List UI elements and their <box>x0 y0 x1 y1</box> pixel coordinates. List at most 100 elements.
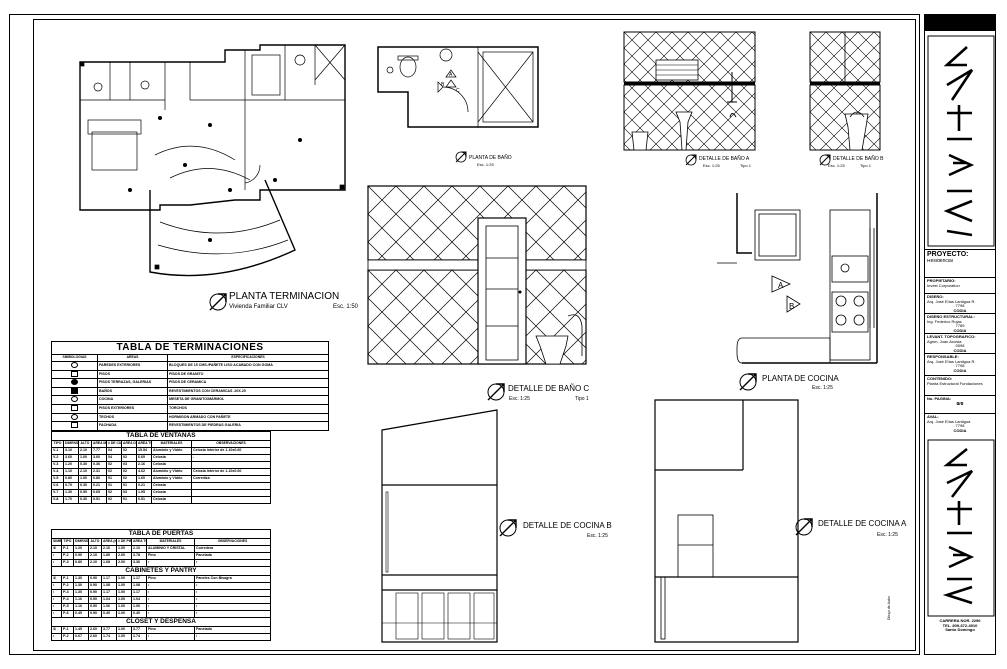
ventanas-row-cell: Celosia <box>151 482 192 490</box>
ventanas-row-cell: Aluminio y Vidrio <box>151 447 192 455</box>
tabla-terminaciones-title: TABLA DE TERMINACIONES <box>51 341 329 355</box>
cabinetes-row-cell: 0.40 <box>131 610 147 618</box>
ventanas-header: TIPO <box>51 440 64 448</box>
cabinetes-row-cell: 0.90 <box>88 603 102 611</box>
cabinetes-row-cell: • <box>51 589 62 597</box>
scale-planta-cocina: Esc. 1:25 <box>812 385 833 391</box>
closet-row-cell: 1.00 <box>116 633 132 641</box>
terminaciones-header: ESPECIFICACIONES <box>167 354 329 362</box>
puertas-header: OBSERVACIONES <box>194 538 271 546</box>
cabinetes-row-cell: 1.08 <box>101 582 117 590</box>
tabla-puertas-title: TABLA DE PUERTAS <box>51 529 271 539</box>
puertas-row-cell: 2.10 <box>88 545 102 553</box>
terminaciones-cell: TORCHOS <box>167 403 329 414</box>
cabinetes-row-cell: Pino <box>146 575 195 583</box>
ventanas-row-cell: - <box>191 454 271 462</box>
diseno-value: Arq. José Elías Lantigua R. <box>927 299 976 304</box>
footer-line-3: Santo Domingo <box>945 628 975 633</box>
closet-row-cell: P-1 <box>61 626 74 634</box>
hatch-symbol-icon <box>71 379 78 386</box>
terminaciones-cell: MESETA DE GRANITO/MÁRMOL <box>167 395 329 405</box>
puertas-row-cell: P-1 <box>61 545 74 553</box>
terminaciones-cell: FACHADA <box>97 421 168 431</box>
puertas-header: DIMENSIONES ANCHO <box>73 538 89 546</box>
ventanas-row-cell: 3.60 <box>91 454 107 462</box>
footer-section: CARRERA NOR. 2296 TEL. 809-672-4910 Sant… <box>925 619 995 633</box>
cabinetes-row-cell: 0.90 <box>88 575 102 583</box>
ventanas-row-cell <box>191 482 271 490</box>
ventanas-row-cell: V-8 <box>51 496 64 504</box>
north-arrow-cocina-b <box>499 519 517 537</box>
contenido-section: CONTENIDO: Planta Estructural Fundacione… <box>925 375 995 395</box>
bathroom-detail-c <box>367 185 587 365</box>
closet-row-cell: ① <box>51 626 62 634</box>
title-detalle-cocina-b: DETALLE DE COCINA B <box>523 521 612 530</box>
puertas-header: TIPO <box>61 538 74 546</box>
puertas-row-cell: P-3 <box>61 559 74 567</box>
cabinetes-row-cell: • <box>194 596 271 604</box>
ventanas-row-cell: Celosia Interior de 1.10x0.60 <box>191 447 271 455</box>
terminaciones-header: AREAS <box>97 354 168 362</box>
puertas-row-cell: P-2 <box>61 552 74 560</box>
cabinetes-row-cell: 0.90 <box>88 610 102 618</box>
terminaciones-cell: REVESTIMIENTOS DE PIEDRAS GALERIA <box>167 421 329 431</box>
hatch-symbol-icon <box>71 414 78 420</box>
terminaciones-symbol <box>51 369 98 380</box>
cabinetes-row-cell: ① <box>51 575 62 583</box>
proyecto-label: PROYECTO: <box>927 251 969 258</box>
ventanas-header: # DE CUERPOS <box>106 440 122 448</box>
ventanas-header: DIMENSIONES(m) ANCHO <box>63 440 79 448</box>
cabinetes-row-cell: 1.16 <box>73 596 89 604</box>
terminaciones-cell: PISOS TERRAZAS, GALERIAS <box>97 378 168 388</box>
puertas-row-cell: Panelada <box>194 552 271 560</box>
ventanas-row-cell: 6.60 <box>136 454 152 462</box>
terminaciones-symbol <box>51 395 98 405</box>
cabinetes-row-cell: 1.30 <box>73 575 89 583</box>
topografico-codia: CODIA <box>953 348 967 353</box>
kitchen-detail-b <box>381 409 498 643</box>
ventanas-row-cell: V-2 <box>51 454 64 462</box>
terminaciones-header: SIMBOLOGIAS <box>51 354 98 362</box>
hatch-symbol-icon <box>71 405 78 411</box>
ventanas-row-cell: 04 <box>106 454 122 462</box>
scale-detalle-bano-b: Esc. 1:25 <box>828 163 845 168</box>
terminaciones-cell: PISOS DE CERAMICA <box>167 378 329 388</box>
title-planta-terminacion: PLANTA TERMINACION <box>229 291 340 302</box>
ventanas-row-cell: Corrediza <box>191 475 271 483</box>
puertas-row-cell: 2.10 <box>101 545 117 553</box>
ventanas-row-cell: 04 <box>106 447 122 455</box>
north-arrow-planta <box>209 293 227 311</box>
side-note: Dibujo de Autor <box>887 596 891 620</box>
contenido-value: Planta Estructural Fundaciones <box>927 381 983 386</box>
closet-row-cell: • <box>146 633 195 641</box>
ventanas-header: AREA DE VENT. <box>121 440 137 448</box>
puertas-row-cell: 3.78 <box>131 552 147 560</box>
terminaciones-cell: BAÑOS <box>97 386 168 397</box>
ventanas-row-cell: 01 <box>121 496 137 504</box>
propietario-label: PROPIETARIO: <box>927 279 956 283</box>
ventanas-row-cell: Aluminio y Vidrio <box>151 475 192 483</box>
cabinetes-row-cell: 1.16 <box>73 603 89 611</box>
hatch-symbol-icon <box>71 371 78 377</box>
ventanas-row-cell: 03 <box>121 489 137 497</box>
bath-marker-a: A <box>449 72 453 78</box>
terminaciones-symbol <box>51 421 98 431</box>
ventanas-header: MATERIALES <box>151 440 192 448</box>
ventanas-row-cell: 1.00 <box>78 475 92 483</box>
ventanas-row-cell: 15.54 <box>136 447 152 455</box>
ventanas-row-cell: 1.70 <box>63 496 79 504</box>
terminaciones-symbol <box>51 361 98 371</box>
terminaciones-cell: BLOQUES DE 15 CMS./PAÑETE LISO ACABADO C… <box>167 361 329 371</box>
title-detalle-bano-c: DETALLE DE BAÑO C <box>508 384 590 393</box>
terminaciones-symbol <box>51 403 98 414</box>
ventanas-row-cell: 2.31 <box>91 468 107 476</box>
ventanas-row-cell: 0.80 <box>63 475 79 483</box>
